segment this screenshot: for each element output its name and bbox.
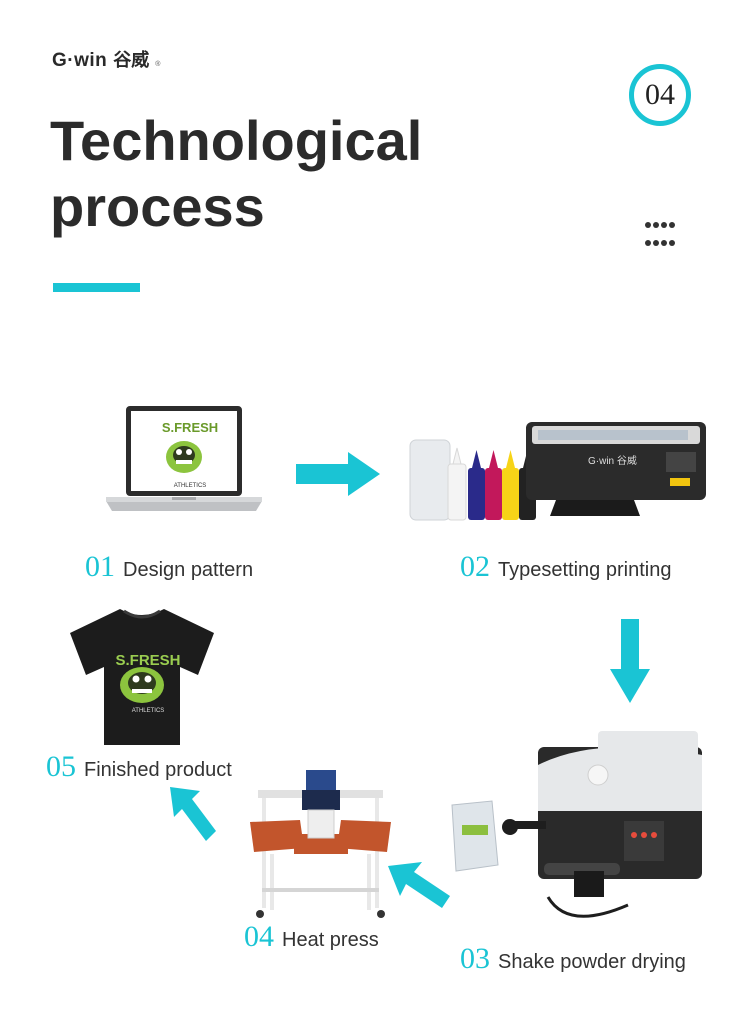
laptop-artwork-title: S.FRESH xyxy=(161,420,219,435)
registered-mark: ® xyxy=(155,61,161,68)
step-text: Design pattern xyxy=(123,559,254,581)
laptop-artwork-subtitle: ATHLETICS xyxy=(173,483,207,489)
step-number: 05 xyxy=(46,750,76,783)
title-line-1: Technological xyxy=(50,109,423,172)
printer-brand-text: G·win 谷威 xyxy=(588,456,637,467)
brand-name: G·win xyxy=(52,50,108,71)
step-text: Typesetting printing xyxy=(498,559,672,581)
step-text: Finished product xyxy=(84,759,232,781)
printer-illustration xyxy=(408,418,708,523)
arrow-up-left-icon xyxy=(388,862,450,910)
arrow-right-icon xyxy=(296,452,380,496)
title-line-2: process xyxy=(50,175,265,238)
step-01-label: 01 Design pattern xyxy=(85,550,253,584)
tshirt-illustration xyxy=(68,607,216,747)
step-02-label: 02 Typesetting printing xyxy=(460,550,671,584)
brand-logo: G·win 谷威 ® xyxy=(52,46,160,72)
step-04-label: 04 Heat press xyxy=(244,920,379,954)
page-title: Technological process xyxy=(50,108,490,240)
step-number: 02 xyxy=(460,550,490,583)
step-number: 03 xyxy=(460,942,490,975)
step-05-label: 05 Finished product xyxy=(46,750,232,784)
laptop-illustration xyxy=(106,405,262,515)
step-text: Shake powder drying xyxy=(498,951,686,973)
tshirt-artwork-title: S.FRESH xyxy=(115,652,181,669)
step-number: 01 xyxy=(85,550,115,583)
tshirt-artwork-subtitle: ATHLETICS xyxy=(131,708,165,714)
step-03-label: 03 Shake powder drying xyxy=(460,942,686,976)
powder-shaker-illustration xyxy=(448,725,708,937)
brand-name-cn: 谷威 xyxy=(113,50,150,71)
dots-decoration-icon xyxy=(645,218,685,254)
title-underline xyxy=(53,283,140,292)
heat-press-illustration xyxy=(248,768,393,920)
arrow-up-left-icon xyxy=(170,787,216,843)
step-text: Heat press xyxy=(282,929,379,951)
step-number: 04 xyxy=(244,920,274,953)
page-number-badge: 04 xyxy=(629,64,691,126)
arrow-down-icon xyxy=(610,619,650,703)
